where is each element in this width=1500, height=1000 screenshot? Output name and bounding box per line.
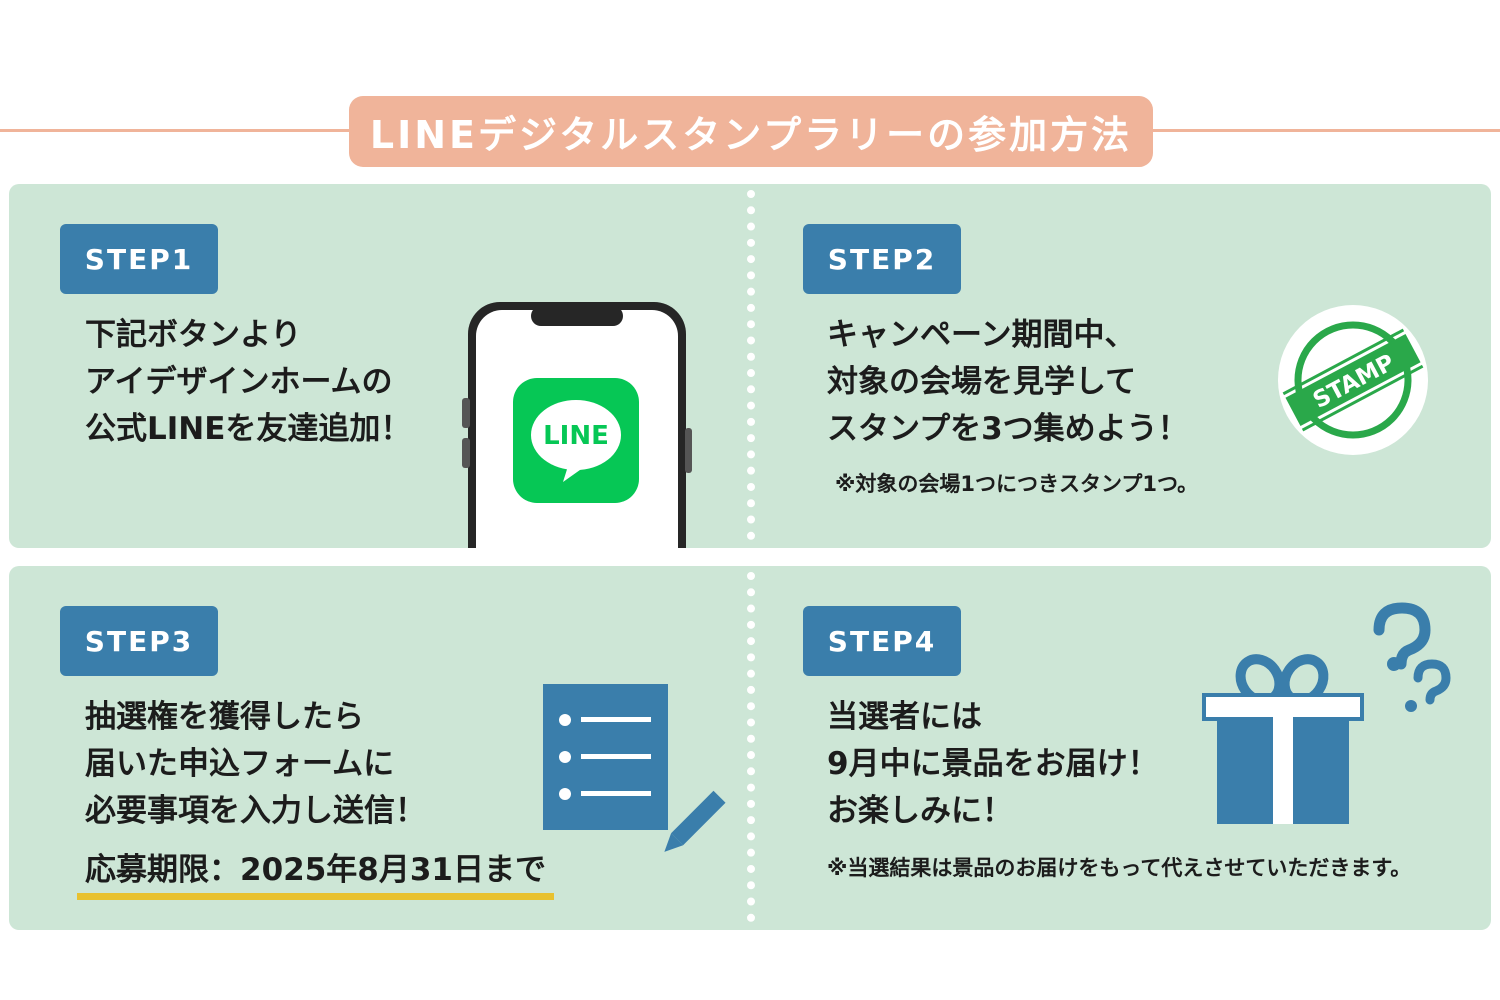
steps-panel-top: STEP1 下記ボタンより アイデザインホームの 公式LINEを友達追加！ LI… [9, 184, 1491, 548]
stamp-band: STAMP [1282, 328, 1424, 432]
form-bullet [559, 751, 571, 763]
smartphone-line-app-icon[interactable]: LINE [459, 298, 699, 548]
step1-badge: STEP1 [60, 224, 218, 294]
step3-badge: STEP3 [60, 606, 218, 676]
step2-badge: STEP2 [803, 224, 961, 294]
question-mark-dot [1387, 657, 1401, 671]
step4-line-1: 当選者には [827, 699, 982, 735]
step4-badge: STEP4 [803, 606, 961, 676]
form-line [581, 791, 651, 796]
stamp-band-line [1282, 328, 1405, 396]
step1-line-3: 公式LINEを友達追加！ [85, 411, 412, 447]
step3-line-3: 必要事項を入力し送信！ [85, 793, 426, 829]
page-title: LINEデジタルスタンプラリーの参加方法 [349, 96, 1153, 167]
gift-ribbon-edge [1269, 693, 1297, 697]
step3-line-1: 抽選権を獲得したら [85, 699, 364, 735]
question-mark-dot [1405, 700, 1417, 712]
stamp-band-bar [1285, 333, 1421, 427]
line-bubble-tail [563, 463, 587, 482]
line-bubble [531, 400, 621, 470]
step1-line-1: 下記ボタンより [85, 317, 302, 353]
step2-line-3: スタンプを3つ集めよう！ [827, 411, 1189, 447]
question-mark-icon [1373, 602, 1431, 670]
step4-line-2: 9月中に景品をお届け！ [827, 746, 1159, 782]
phone-notch [531, 306, 623, 326]
phone-side-button [462, 438, 470, 468]
form-bullet [559, 714, 571, 726]
step4-note: ※当選結果は景品のお届けをもって代えさせていただきます。 [827, 856, 1412, 880]
step4-text: 当選者には 9月中に景品をお届け！ お楽しみに！ [827, 694, 1159, 835]
step2-line-1: キャンペーン期間中、 [827, 317, 1136, 353]
step3-line-2: 届いた申込フォームに [85, 746, 395, 782]
dotted-divider [747, 190, 755, 540]
step2-line-2: 対象の会場を見学して [827, 364, 1137, 400]
stamp-icon: STAMP [1278, 305, 1428, 455]
phone-side-button [462, 398, 470, 428]
gift-ribbon [1273, 697, 1293, 824]
step4-line-3: お楽しみに！ [827, 793, 1013, 829]
phone-power-button [685, 428, 692, 473]
stamp-ring [1294, 321, 1412, 439]
pencil-icon [664, 790, 726, 852]
form-bullet [559, 788, 571, 800]
step3-text: 抽選権を獲得したら 届いた申込フォームに 必要事項を入力し送信！ [85, 694, 426, 835]
form-line [581, 754, 651, 759]
gift-box-icon [1202, 602, 1451, 824]
form-pencil-icon [543, 684, 726, 852]
step1-line-2: アイデザインホームの [85, 364, 393, 400]
steps-panel-bottom: STEP3 抽選権を獲得したら 届いた申込フォームに 必要事項を入力し送信！ 応… [9, 566, 1491, 930]
step2-note: ※対象の会場1つにつきスタンプ1つ。 [835, 472, 1199, 496]
stamp-band-line [1301, 364, 1424, 432]
dotted-divider [747, 572, 755, 922]
step1-text: 下記ボタンより アイデザインホームの 公式LINEを友達追加！ [85, 312, 411, 453]
application-deadline: 応募期限：2025年8月31日まで [77, 844, 554, 900]
pencil-tip [664, 833, 684, 852]
step2-text: キャンペーン期間中、 対象の会場を見学して スタンプを3つ集めよう！ [827, 312, 1189, 453]
pencil-body [671, 790, 726, 846]
question-mark-icon [1413, 659, 1451, 705]
form-line [581, 717, 651, 722]
line-app-label: LINE [543, 421, 609, 451]
